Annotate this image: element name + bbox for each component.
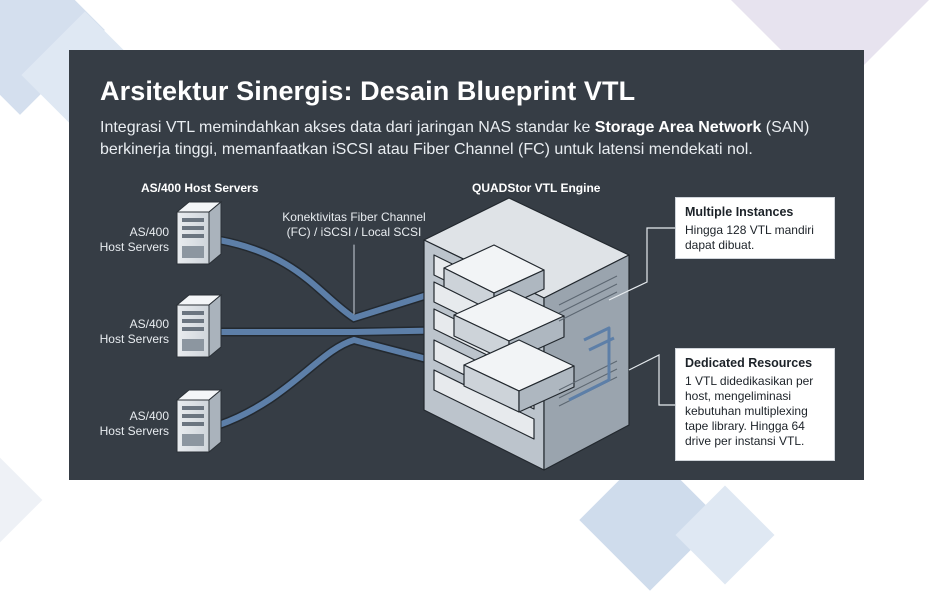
host-label-line: Host Servers	[99, 424, 169, 438]
engine-heading: QUADStor VTL Engine	[472, 181, 601, 195]
callout-multiple-instances: Multiple Instances Hingga 128 VTL mandir…	[675, 197, 835, 259]
slide-subtitle: Integrasi VTL memindahkan akses data dar…	[100, 117, 840, 161]
callout-title: Multiple Instances	[685, 205, 794, 219]
host-server-2	[175, 293, 223, 359]
host-server-3	[175, 388, 223, 454]
hosts-heading: AS/400 Host Servers	[141, 181, 259, 195]
callout-dedicated-resources: Dedicated Resources 1 VTL didedikasikan …	[675, 348, 835, 461]
decor-diamond	[0, 457, 43, 543]
tape-drive-module-3	[463, 339, 575, 413]
subtitle-text-end: (SAN) berkinerja tinggi, memanfaatkan iS…	[100, 119, 810, 158]
engine-right-face	[543, 254, 630, 471]
callout-leaders	[608, 227, 675, 406]
host-label-line: AS/400	[129, 317, 169, 331]
host-label-2: AS/400 Host Servers	[69, 317, 169, 347]
cable-3-color	[216, 336, 472, 428]
host-label-3: AS/400 Host Servers	[69, 409, 169, 439]
callout-body: Hingga 128 VTL mandiri dapat dibuat.	[685, 223, 814, 252]
vtl-engine	[423, 197, 630, 471]
callout-body: 1 VTL didedikasikan per host, mengelimin…	[685, 374, 814, 448]
host-server-1	[175, 200, 223, 266]
subtitle-emphasis: Storage Area Network	[594, 119, 762, 136]
host-label-line: AS/400	[129, 409, 169, 423]
host-label-line: Host Servers	[99, 240, 169, 254]
connectivity-label: Konektivitas Fiber Channel (FC) / iSCSI …	[282, 210, 426, 239]
host-label-line: Host Servers	[99, 332, 169, 346]
callout-title: Dedicated Resources	[685, 356, 813, 370]
cable-1-color	[216, 237, 462, 322]
host-label-line: AS/400	[129, 225, 169, 239]
host-label-1: AS/400 Host Servers	[69, 225, 169, 255]
slide-title: Arsitektur Sinergis: Desain Blueprint VT…	[100, 76, 636, 106]
architecture-diagram	[175, 197, 675, 471]
slide-panel: Arsitektur Sinergis: Desain Blueprint VT…	[69, 50, 864, 480]
subtitle-text: Integrasi VTL memindahkan akses data dar…	[100, 119, 595, 136]
